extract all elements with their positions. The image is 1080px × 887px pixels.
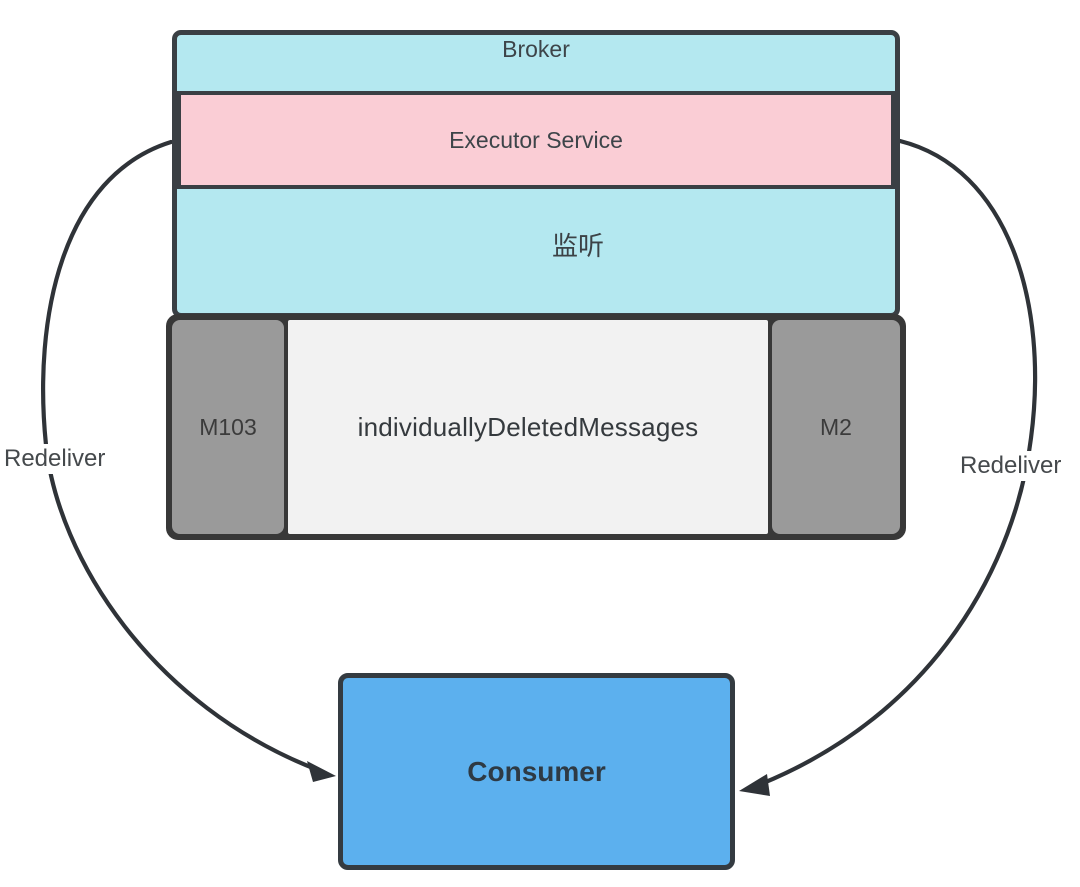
consumer-box: Consumer [338,673,735,870]
redeliver-label-right: Redeliver [958,451,1064,481]
executor-service-box: Executor Service [177,91,895,189]
listen-label: 监听 [552,231,605,261]
queue-message-left: M103 [172,320,284,534]
redeliver-arrowhead-left [307,761,336,782]
queue-name-cell: individuallyDeletedMessages [288,320,768,534]
redeliver-arrowhead-right [739,774,770,796]
redeliver-arrow-right [753,138,1038,789]
queue-name-label: individuallyDeletedMessages [357,411,699,442]
queue-message-right-label: M2 [820,413,852,440]
queue-message-left-label: M103 [199,413,257,440]
broker-label: Broker [502,36,570,62]
consumer-label: Consumer [467,755,606,787]
redeliver-label-left: Redeliver [2,444,108,474]
queue-message-right: M2 [772,320,900,534]
message-queue: M103 individuallyDeletedMessages M2 [166,314,906,540]
executor-service-label: Executor Service [449,126,623,153]
